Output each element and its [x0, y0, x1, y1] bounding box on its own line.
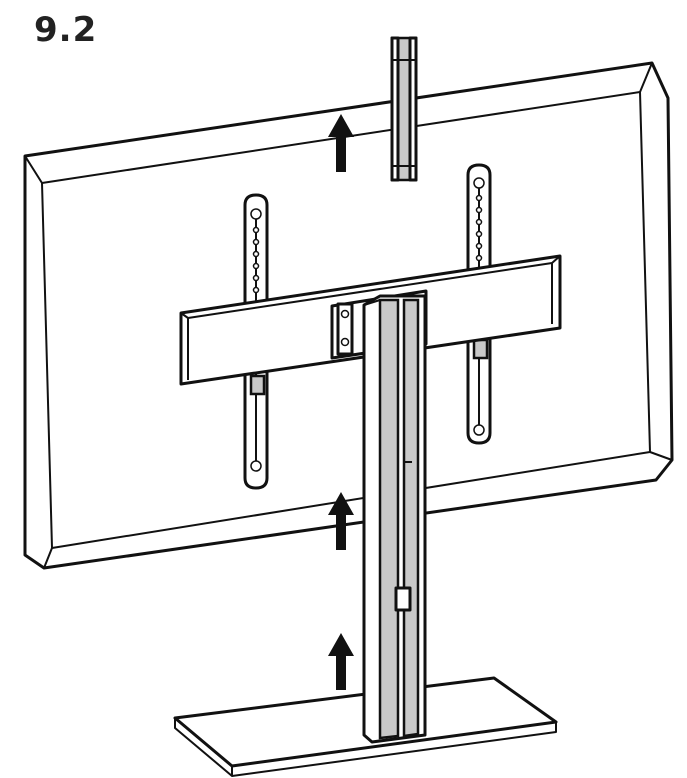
- up-arrow-icon: [328, 633, 354, 690]
- step-number: 9.2: [34, 10, 98, 50]
- top-insert-piece: [390, 36, 418, 182]
- up-arrow-icon: [328, 114, 354, 172]
- stand-column: [362, 294, 427, 744]
- up-arrow-icon: [328, 492, 354, 550]
